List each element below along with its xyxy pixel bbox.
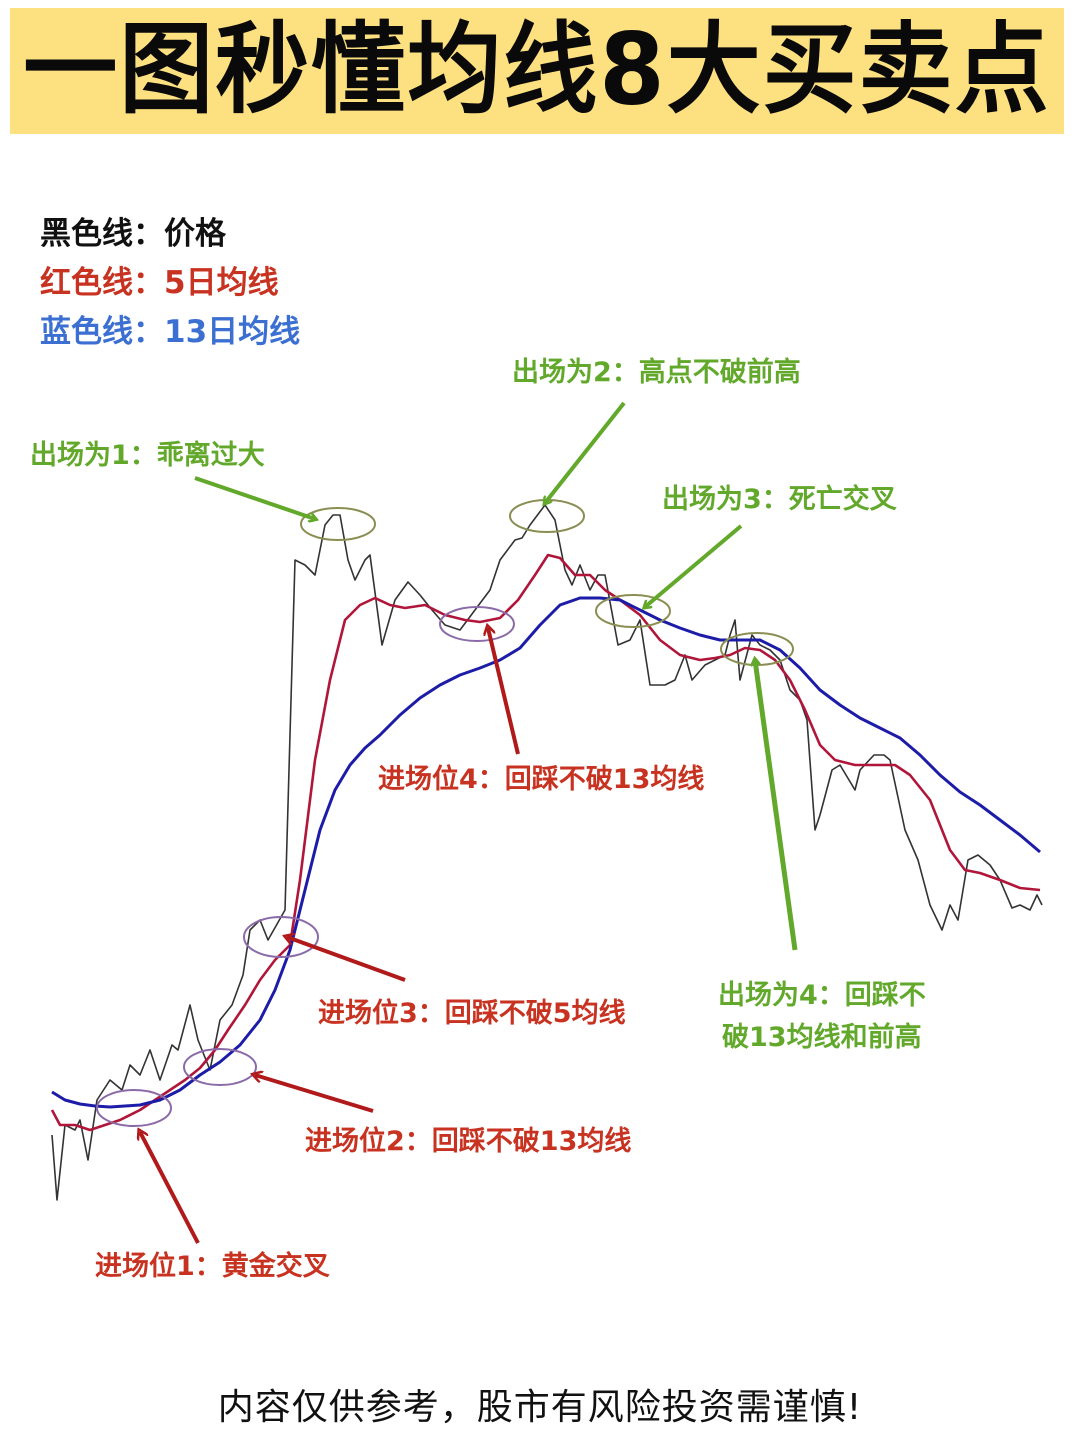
exit1-label: 出场为1：乖离过大 [30, 440, 265, 471]
ma5-line [50, 553, 1041, 1132]
exit1-arrow [194, 476, 315, 519]
legend-ma5: 红色线：5日均线 [40, 265, 279, 301]
entry1-arrow [140, 1132, 200, 1244]
exit4-label-line2: 破13均线和前高 [722, 1022, 922, 1053]
entry2-label: 进场位2：回踩不破13均线 [305, 1126, 632, 1157]
entry-arrows [140, 628, 520, 1244]
entry3-arrow [287, 937, 406, 982]
exit1-ellipse [300, 507, 376, 541]
disclaimer: 内容仅供参考，股市有风险投资需谨慎! [217, 1387, 863, 1428]
legend-ma13: 蓝色线：13日均线 [40, 314, 301, 350]
exit3-label: 出场为3：死亡交叉 [662, 484, 897, 515]
entry4-arrow [488, 628, 520, 755]
entry1-ellipse [96, 1089, 172, 1127]
legend-price: 黑色线：价格 [40, 216, 226, 252]
exit2-ellipse [509, 499, 585, 533]
legend: 黑色线：价格 红色线：5日均线 蓝色线：13日均线 [40, 210, 300, 357]
entry4-ellipse [439, 606, 515, 642]
exit2-arrow [545, 401, 626, 503]
entry1-label: 进场位1：黄金交叉 [95, 1251, 330, 1282]
price-line [51, 504, 1043, 1201]
entry-markers [96, 606, 515, 1127]
exit3-ellipse [595, 594, 671, 628]
entry2-arrow [255, 1075, 374, 1113]
exit-arrows [194, 401, 798, 951]
page-title: 一图秒懂均线8大买卖点 [23, 13, 1051, 128]
exit4-arrow [755, 660, 798, 951]
title-banner: 一图秒懂均线8大买卖点 [10, 8, 1064, 134]
ma13-line [51, 596, 1041, 1109]
exit4-label-line1: 出场为4：回踩不 [718, 980, 926, 1011]
entry3-ellipse [243, 916, 319, 958]
entry4-label: 进场位4：回踩不破13均线 [378, 764, 705, 795]
entry3-label: 进场位3：回踩不破5均线 [318, 998, 626, 1029]
entry2-ellipse [183, 1048, 257, 1086]
exit2-label: 出场为2：高点不破前高 [512, 357, 801, 388]
series-lines [50, 504, 1043, 1201]
exit3-arrow [645, 524, 743, 607]
